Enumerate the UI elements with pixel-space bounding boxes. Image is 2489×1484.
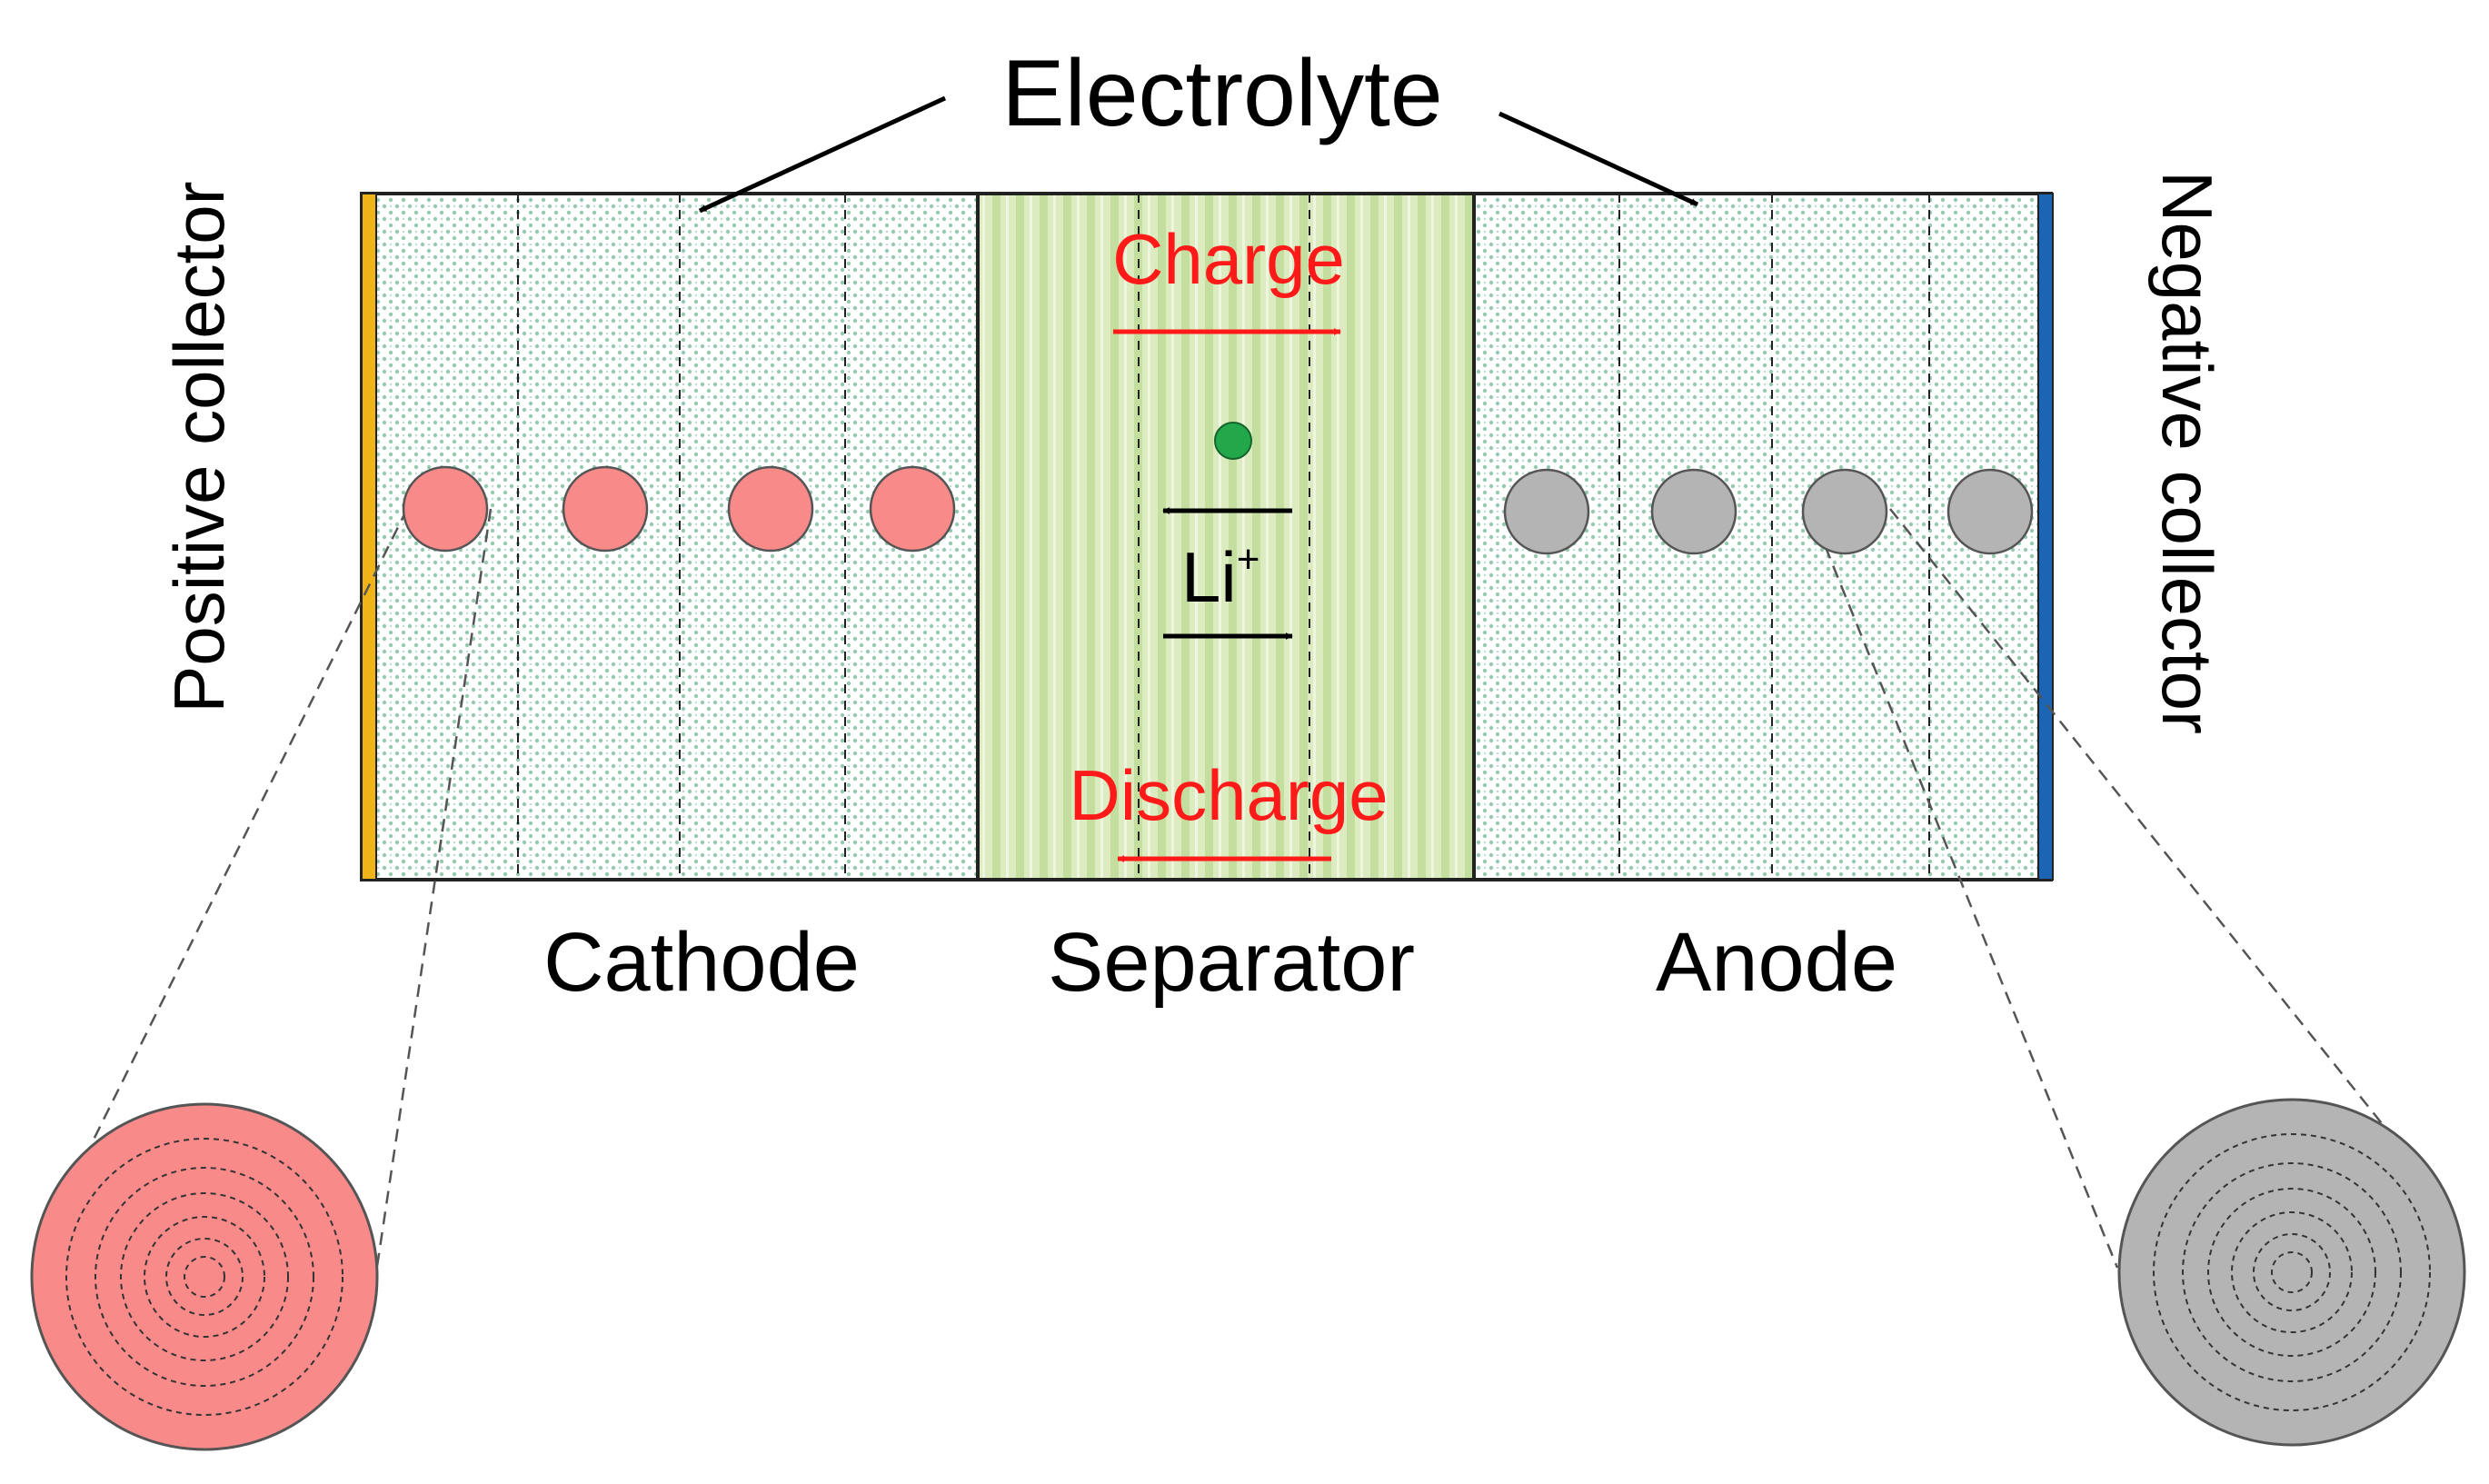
li-ion-icon [1214, 422, 1252, 460]
li-ion-charge: + [1237, 537, 1260, 582]
positive-collector-label: Positive collector [159, 181, 239, 712]
charge-label: Charge [1112, 219, 1345, 299]
anode-zoom-icon [2117, 1098, 2466, 1447]
negative-collector-bar [2037, 193, 2054, 881]
anode-particle-icon [1650, 468, 1737, 555]
cathode-label: Cathode [543, 916, 860, 1009]
cathode-particle-icon [727, 465, 814, 553]
positive-collector-bar [361, 193, 377, 881]
cathode-particle-icon [402, 465, 489, 553]
discharge-label: Discharge [1069, 755, 1388, 835]
electrolyte-label: Electrolyte [1001, 41, 1443, 146]
li-ion-label: Li+ [1181, 537, 1259, 617]
cathode-particle-icon [869, 465, 956, 553]
separator-label: Separator [1048, 916, 1415, 1009]
li-ion-base: Li [1181, 537, 1237, 617]
anode-particle-icon [1503, 468, 1590, 555]
cathode-particle-icon [562, 465, 649, 553]
separator-region [978, 194, 1474, 880]
electrolyte-right-arrow-icon [1498, 111, 1699, 207]
negative-collector-label: Negative collector [2147, 171, 2227, 734]
anode-particle-icon [1801, 468, 1888, 555]
electrolyte-left-arrow-icon [698, 95, 947, 214]
zoom-connector-lines [89, 508, 2393, 1273]
cathode-zoom-icon [30, 1102, 379, 1451]
anode-particle-icon [1946, 468, 2034, 555]
anode-label: Anode [1656, 916, 1897, 1009]
